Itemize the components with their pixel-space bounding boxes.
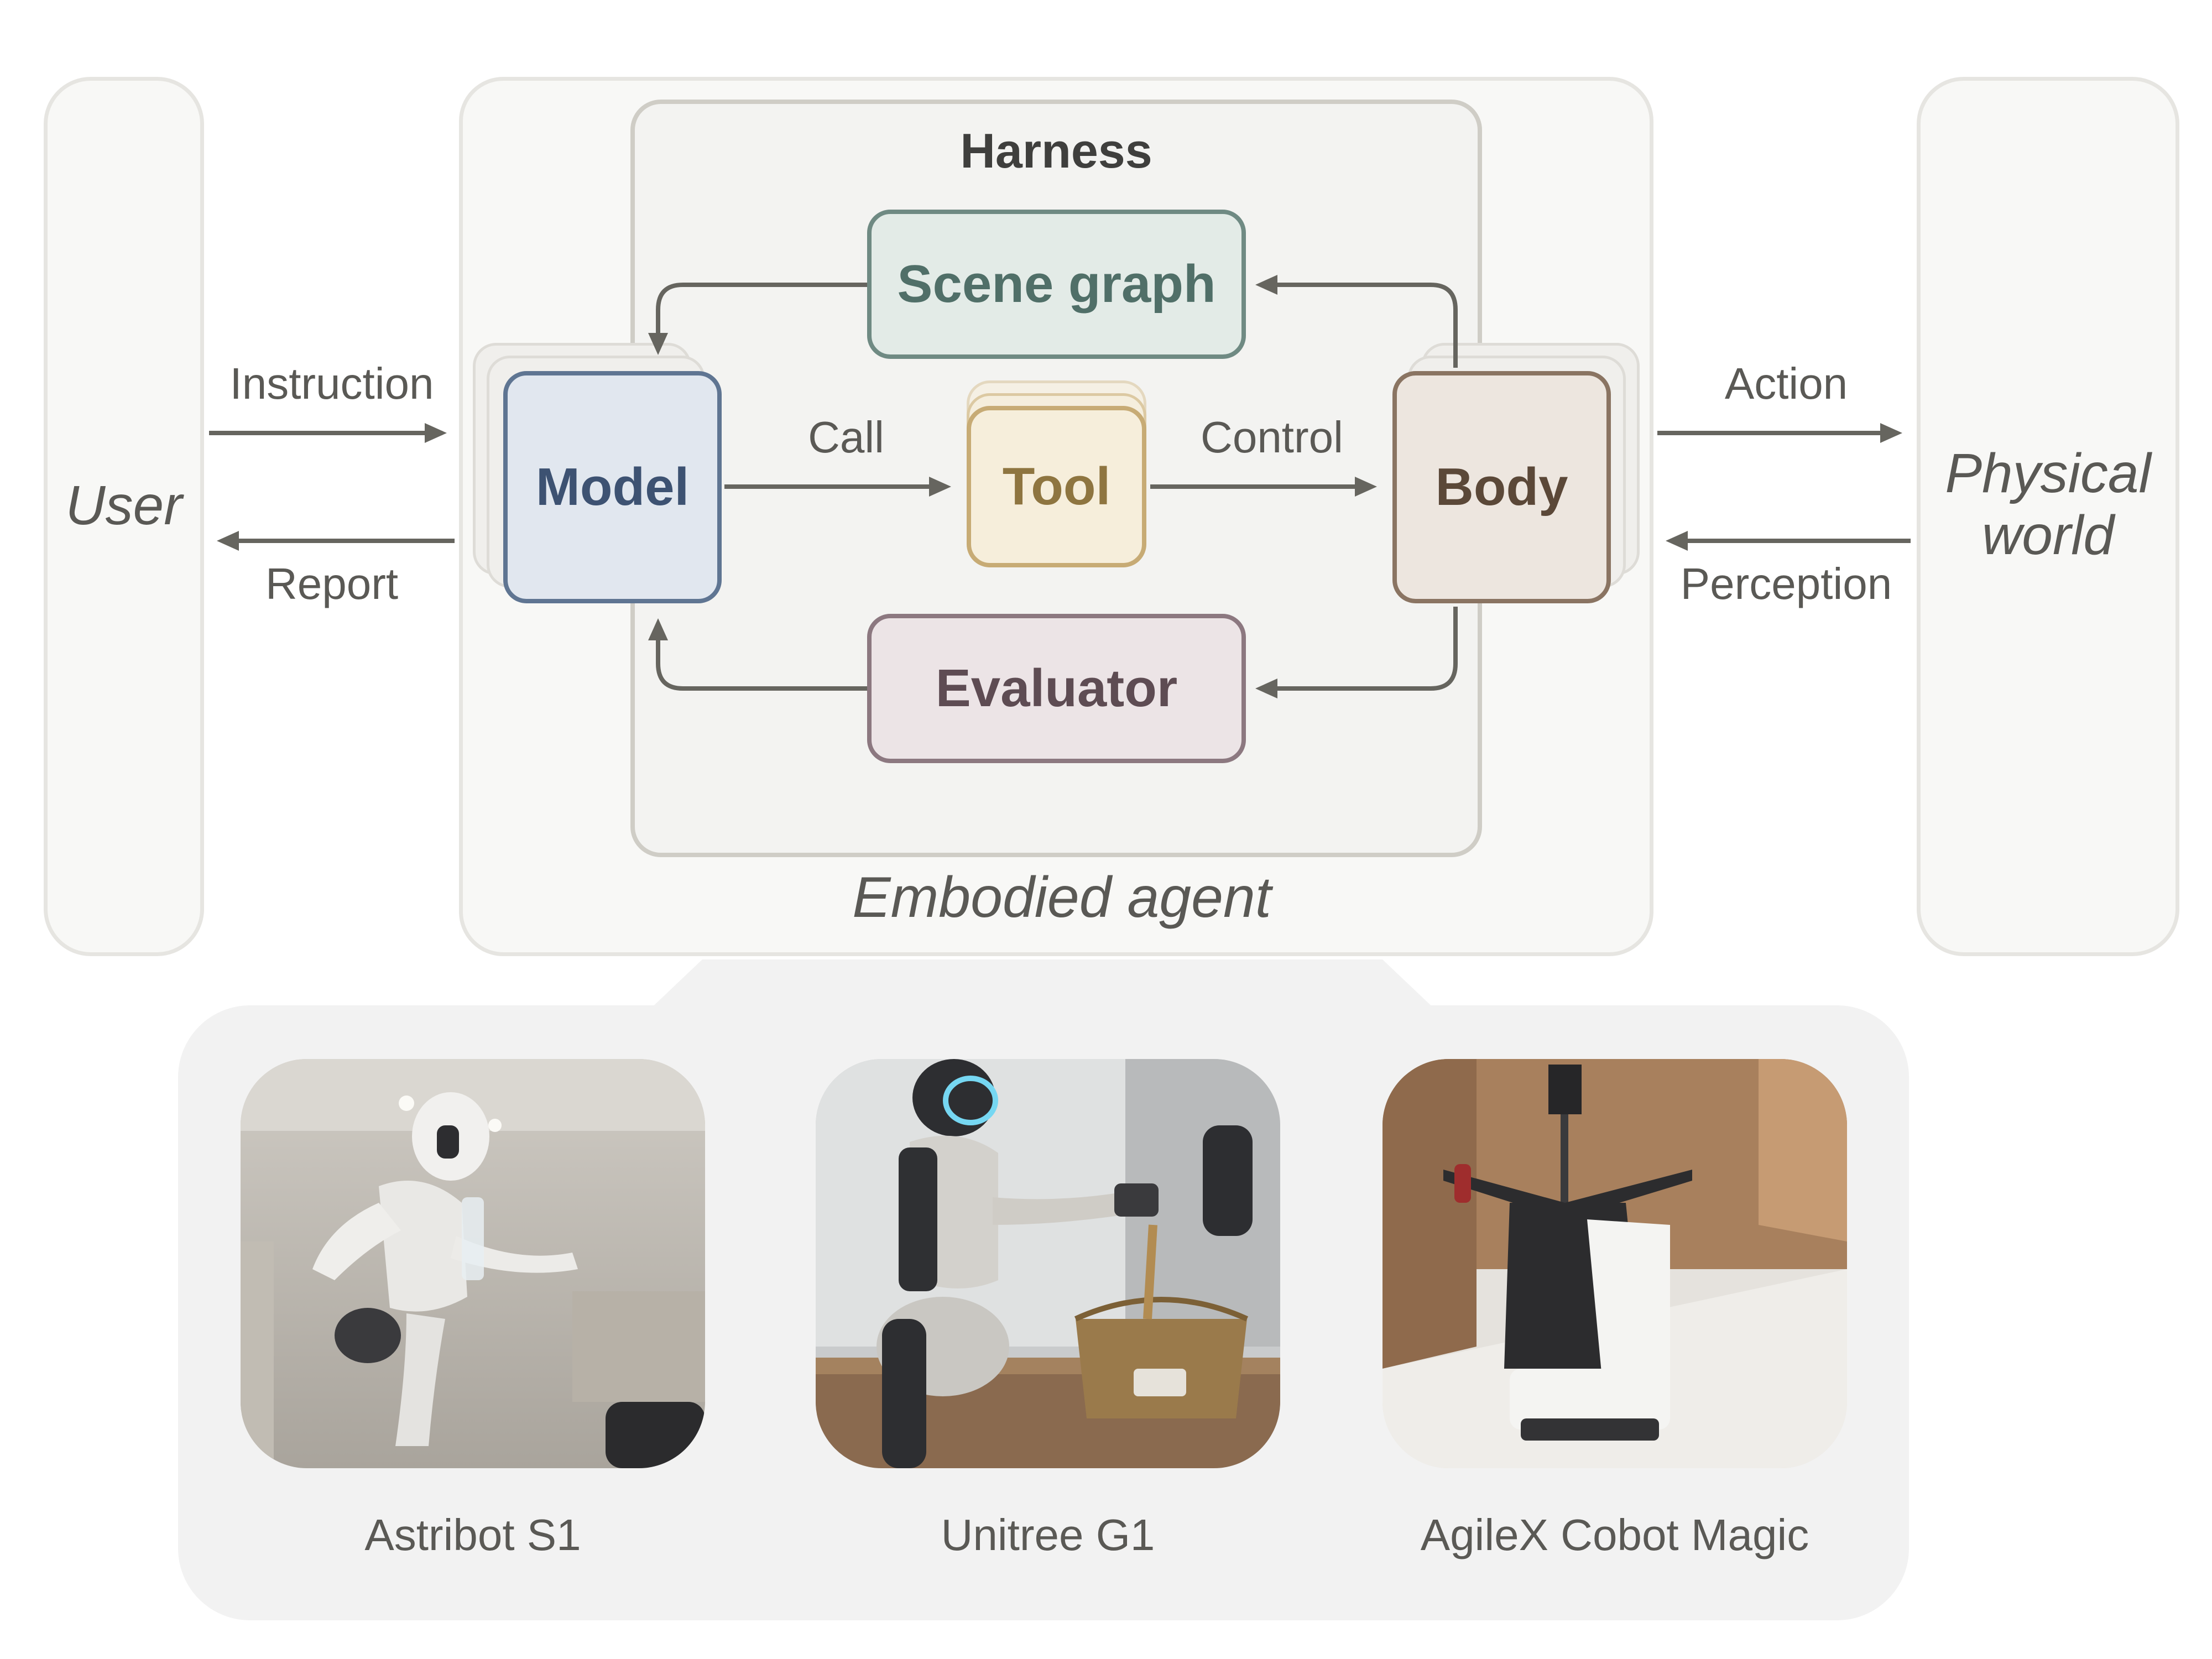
- robot-name-unitree: Unitree G1: [941, 1510, 1155, 1559]
- body-to-scene-arrow: [1272, 283, 1458, 368]
- evaluator-to-model-arrowhead: [648, 618, 668, 640]
- action-label: Action: [1724, 359, 1848, 408]
- control-arrowhead: [1355, 477, 1377, 497]
- instruction-label: Instruction: [229, 359, 434, 408]
- evaluator-to-model-arrow: [656, 636, 867, 691]
- agilex-photo: [1383, 1059, 1847, 1468]
- report-label: Report: [265, 559, 399, 608]
- call-label: Call: [808, 413, 884, 462]
- body-to-evaluator-arrow: [1272, 607, 1458, 691]
- user-panel: [44, 77, 204, 956]
- report-arrowhead: [217, 531, 239, 551]
- perception-arrowhead: [1666, 531, 1688, 551]
- physical-world-panel: [1917, 77, 2179, 956]
- perception-label: Perception: [1680, 559, 1892, 608]
- control-label: Control: [1201, 413, 1343, 462]
- body-to-scene-arrowhead: [1255, 275, 1277, 295]
- evaluator-node: Evaluator: [867, 614, 1246, 763]
- scene-to-model-arrowhead: [648, 333, 668, 355]
- instruction-arrowhead: [425, 423, 447, 443]
- scene-to-model-arrow: [656, 283, 867, 338]
- robot-name-agilex: AgileX Cobot Magic: [1420, 1510, 1809, 1559]
- body-to-evaluator-arrowhead: [1255, 679, 1277, 698]
- action-arrowhead: [1880, 423, 1902, 443]
- embodied-agent-label: Embodied agent: [852, 865, 1271, 930]
- tool-node: Tool: [967, 406, 1146, 567]
- body-node: Body: [1392, 371, 1611, 603]
- harness-title: Harness: [960, 123, 1152, 178]
- unitree-photo: [816, 1059, 1280, 1468]
- robot-name-astribot: Astribot S1: [364, 1510, 581, 1559]
- scene-graph-node: Scene graph: [867, 210, 1246, 359]
- model-node: Model: [503, 371, 722, 603]
- call-arrowhead: [929, 477, 951, 497]
- user-label: User: [65, 474, 182, 536]
- astribot-photo: [241, 1059, 705, 1468]
